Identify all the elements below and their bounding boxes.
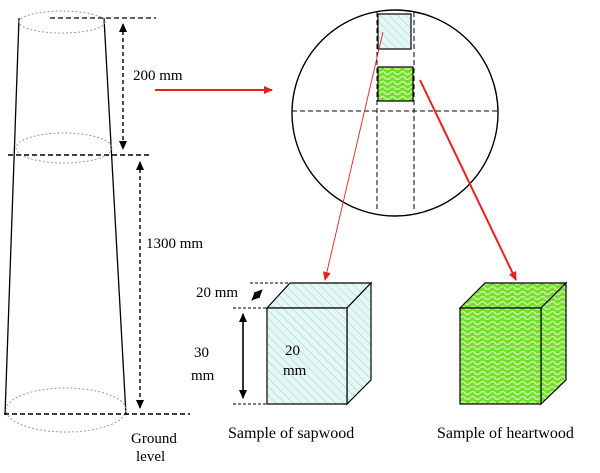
trunk-base-ellipse bbox=[5, 387, 127, 433]
tree-trunk bbox=[4, 10, 127, 433]
label-30: 30 bbox=[194, 345, 209, 361]
label-1300mm: 1300 mm bbox=[146, 236, 203, 252]
caption-sapwood: Sample of sapwood bbox=[228, 425, 354, 442]
label-20-face-mm: mm bbox=[283, 363, 307, 379]
trunk-middle-ellipse bbox=[15, 132, 113, 164]
label-ground: Ground bbox=[131, 431, 177, 447]
dimension-20mm-depth-arrow bbox=[251, 289, 263, 301]
label-20mm-top: 20 mm bbox=[196, 285, 238, 301]
label-200mm: 200 mm bbox=[133, 68, 183, 84]
sapwood-sample-arrow bbox=[322, 31, 384, 281]
sapwood-cube-front bbox=[266, 307, 348, 405]
cross-section bbox=[291, 9, 499, 217]
label-30-mm: mm bbox=[191, 368, 215, 384]
trunk-top-ellipse bbox=[18, 10, 106, 34]
sapwood-cube bbox=[265, 281, 373, 406]
heartwood-cube bbox=[458, 281, 568, 406]
sapwood-location bbox=[377, 13, 412, 50]
label-20-face: 20 bbox=[285, 343, 300, 359]
cross-section-circle bbox=[291, 9, 499, 217]
heartwood-location bbox=[377, 66, 414, 102]
label-level: level bbox=[136, 449, 165, 465]
heartwood-sample-arrow bbox=[419, 79, 517, 281]
caption-heartwood: Sample of heartwood bbox=[437, 425, 574, 442]
heartwood-cube-front bbox=[459, 307, 542, 405]
